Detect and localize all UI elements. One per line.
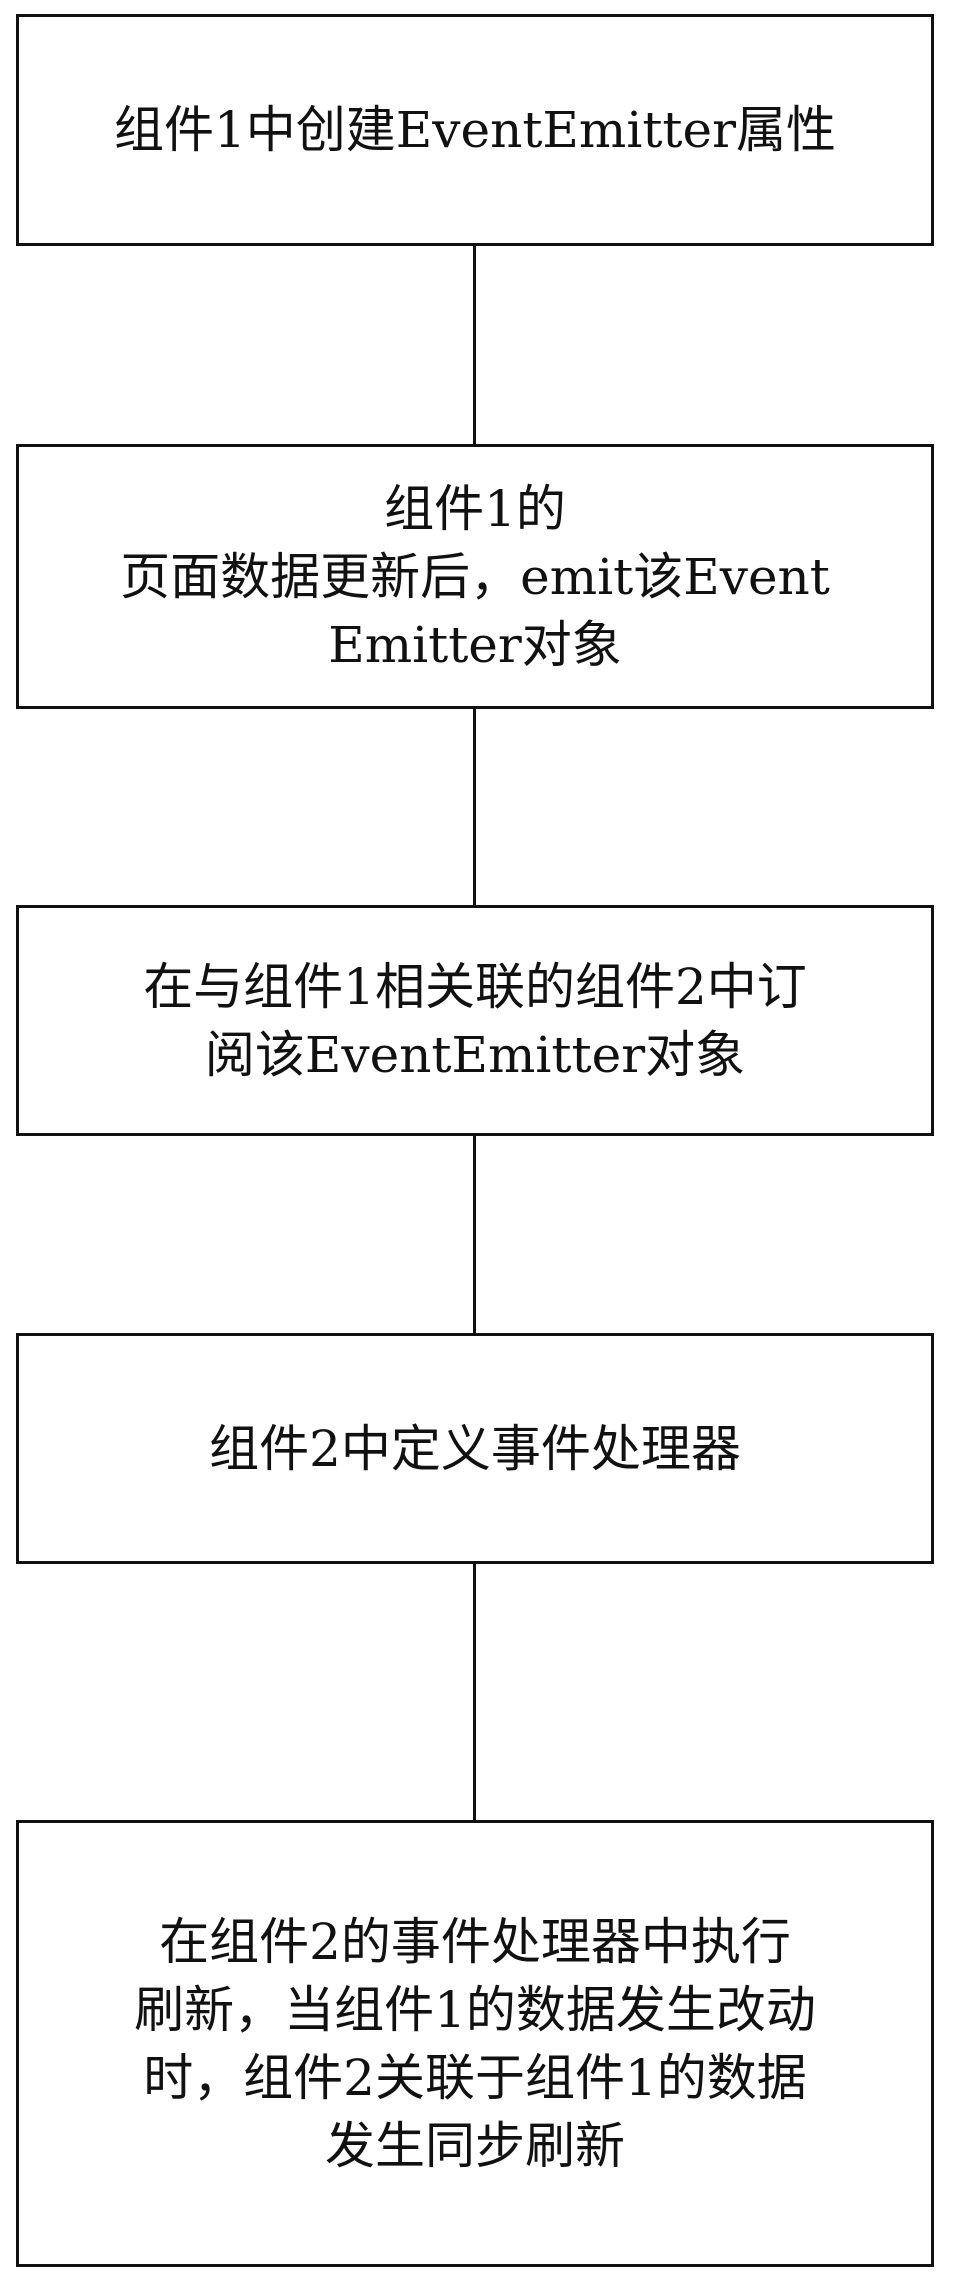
step-5-line-1: 在组件2的事件处理器中执行 <box>159 1912 791 1971</box>
connector-4-5 <box>473 1564 476 1820</box>
step-4-line-1: 组件2中定义事件处理器 <box>209 1419 741 1478</box>
step-3-line-1: 在与组件1相关联的组件2中订 <box>143 957 807 1016</box>
connector-2-3 <box>473 709 476 905</box>
step-5-line-3: 时，组件2关联于组件1的数据 <box>143 2048 807 2107</box>
step-2-line-3: Emitter对象 <box>328 615 622 674</box>
connector-1-2 <box>473 246 476 444</box>
step-2-line-1: 组件1的 <box>384 479 566 538</box>
step-5-sync-refresh: 在组件2的事件处理器中执行 刷新，当组件1的数据发生改动 时，组件2关联于组件1… <box>16 1820 934 2267</box>
step-4-define-handler: 组件2中定义事件处理器 <box>16 1333 934 1564</box>
step-5-line-2: 刷新，当组件1的数据发生改动 <box>134 1980 816 2039</box>
step-2-emit-object: 组件1的 页面数据更新后，emit该Event Emitter对象 <box>16 444 934 709</box>
step-5-line-4: 发生同步刷新 <box>325 2116 625 2175</box>
step-3-line-2: 阅该EventEmitter对象 <box>204 1025 746 1084</box>
step-1-create-eventemitter: 组件1中创建EventEmitter属性 <box>16 14 934 246</box>
step-3-subscribe-object: 在与组件1相关联的组件2中订 阅该EventEmitter对象 <box>16 905 934 1136</box>
step-2-line-2: 页面数据更新后，emit该Event <box>120 547 830 606</box>
connector-3-4 <box>473 1136 476 1333</box>
step-1-line-1: 组件1中创建EventEmitter属性 <box>113 101 837 159</box>
